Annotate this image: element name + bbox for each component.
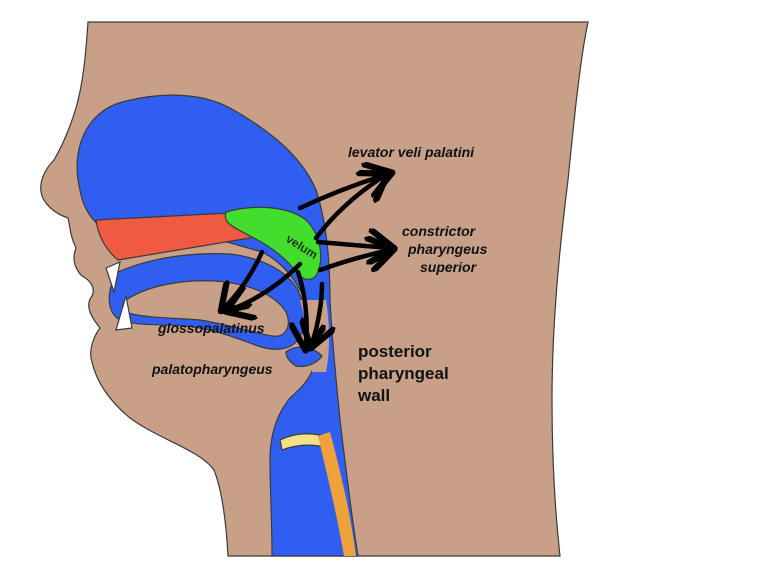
label-posterior-1: posterior: [358, 342, 432, 361]
esophagus-stripe: [318, 432, 356, 556]
arrow-levator-2: [313, 176, 384, 241]
lower-incisor: [115, 295, 133, 331]
arrow-glossopalatinus-2: [230, 261, 303, 310]
arrow-palatopharyngeus-2: [312, 281, 322, 344]
arrow-constrictor-2: [317, 250, 390, 270]
label-posterior-2: pharyngeal: [358, 364, 449, 383]
upper-incisor: [105, 260, 121, 295]
label-constrictor-3: superior: [420, 259, 478, 275]
label-constrictor-2: pharyngeus: [407, 241, 488, 257]
label-levator-veli-palatini: levator veli palatini: [348, 144, 475, 160]
label-constrictor-1: constrictor: [402, 223, 477, 239]
velum: [224, 206, 322, 281]
label-palatopharyngeus: palatopharyngeus: [151, 361, 273, 377]
label-posterior-3: wall: [357, 386, 390, 405]
label-glossopalatinus: glossopalatinus: [157, 320, 265, 336]
